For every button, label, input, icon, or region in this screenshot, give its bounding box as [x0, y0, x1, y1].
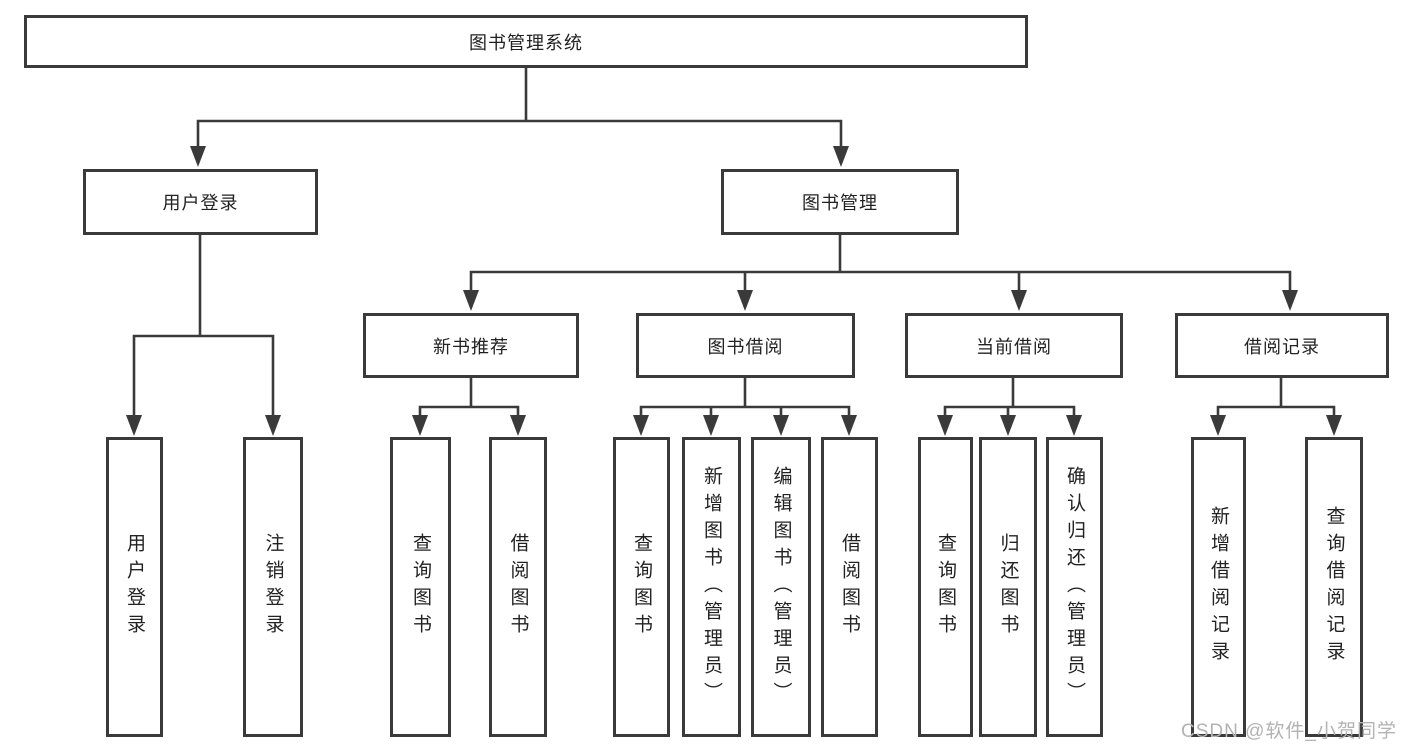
node-label: 查询图书	[935, 533, 956, 641]
node-label: 注销登录	[262, 533, 284, 641]
leaf-borrow-books: 借阅图书	[821, 437, 878, 737]
node-label: 查询借阅记录	[1323, 506, 1345, 668]
node-label: 新增借阅记录	[1208, 506, 1229, 668]
node-book-borrowing: 图书借阅	[636, 313, 855, 378]
leaf-query-books-borrow: 查询图书	[613, 437, 670, 737]
node-label: 新书推荐	[433, 336, 509, 357]
node-label: 借阅记录	[1244, 336, 1320, 357]
node-label: 当前借阅	[976, 336, 1052, 357]
arrow-down-icon	[833, 146, 849, 167]
arrow-down-icon	[841, 415, 857, 436]
node-label: 图书管理	[802, 193, 878, 213]
node-current-borrowing: 当前借阅	[905, 313, 1123, 378]
arrow-down-icon	[190, 146, 206, 167]
arrow-down-icon	[1011, 290, 1027, 311]
arrow-down-icon	[1066, 415, 1082, 436]
leaf-user-login: 用户登录	[106, 437, 163, 737]
leaf-query-books-current: 查询图书	[918, 437, 973, 737]
csdn-watermark: CSDN @软件_小贺同学	[1181, 721, 1397, 742]
node-label: 用户登录	[162, 193, 239, 213]
leaf-add-borrow-record: 新增借阅记录	[1191, 437, 1246, 737]
node-label: 借阅图书	[507, 533, 529, 641]
node-label: 用户登录	[124, 533, 145, 641]
leaf-edit-book-admin: 编辑图书（管理员）	[751, 437, 811, 737]
node-label: 确认归还（管理员）	[1064, 465, 1085, 709]
arrow-down-icon	[1000, 415, 1016, 436]
arrow-down-icon	[463, 290, 479, 311]
arrow-down-icon	[937, 415, 953, 436]
node-user-login-group: 用户登录	[83, 169, 318, 235]
node-borrowing-records: 借阅记录	[1175, 313, 1389, 378]
node-label: 图书管理系统	[469, 32, 583, 53]
node-label: 图书借阅	[707, 336, 784, 357]
leaf-query-borrow-record: 查询借阅记录	[1305, 437, 1363, 737]
leaf-return-book: 归还图书	[979, 437, 1037, 737]
node-new-book-recommendation: 新书推荐	[363, 313, 579, 378]
arrow-down-icon	[1282, 290, 1298, 311]
arrow-down-icon	[703, 415, 719, 436]
node-label: 查询图书	[410, 533, 431, 641]
arrow-down-icon	[1326, 415, 1342, 436]
leaf-add-book-admin: 新增图书（管理员）	[682, 437, 741, 737]
leaf-logout-login: 注销登录	[243, 437, 303, 737]
arrow-down-icon	[773, 415, 789, 436]
arrow-down-icon	[126, 415, 142, 436]
arrow-down-icon	[737, 290, 753, 311]
leaf-borrow-books-recommend: 借阅图书	[489, 437, 547, 737]
arrow-down-icon	[1210, 415, 1226, 436]
leaf-confirm-return-admin: 确认归还（管理员）	[1046, 437, 1103, 737]
node-label: 编辑图书（管理员）	[770, 465, 792, 709]
arrow-down-icon	[265, 415, 281, 436]
node-book-management: 图书管理	[721, 169, 959, 235]
leaf-query-books-recommend: 查询图书	[390, 437, 451, 737]
node-label: 查询图书	[631, 533, 652, 641]
node-label: 归还图书	[997, 533, 1019, 641]
arrow-down-icon	[510, 415, 526, 436]
node-label: 新增图书（管理员）	[701, 465, 722, 709]
node-label: 借阅图书	[839, 533, 860, 641]
arrow-down-icon	[412, 415, 428, 436]
arrow-down-icon	[633, 415, 649, 436]
node-library-management-system: 图书管理系统	[24, 15, 1028, 68]
